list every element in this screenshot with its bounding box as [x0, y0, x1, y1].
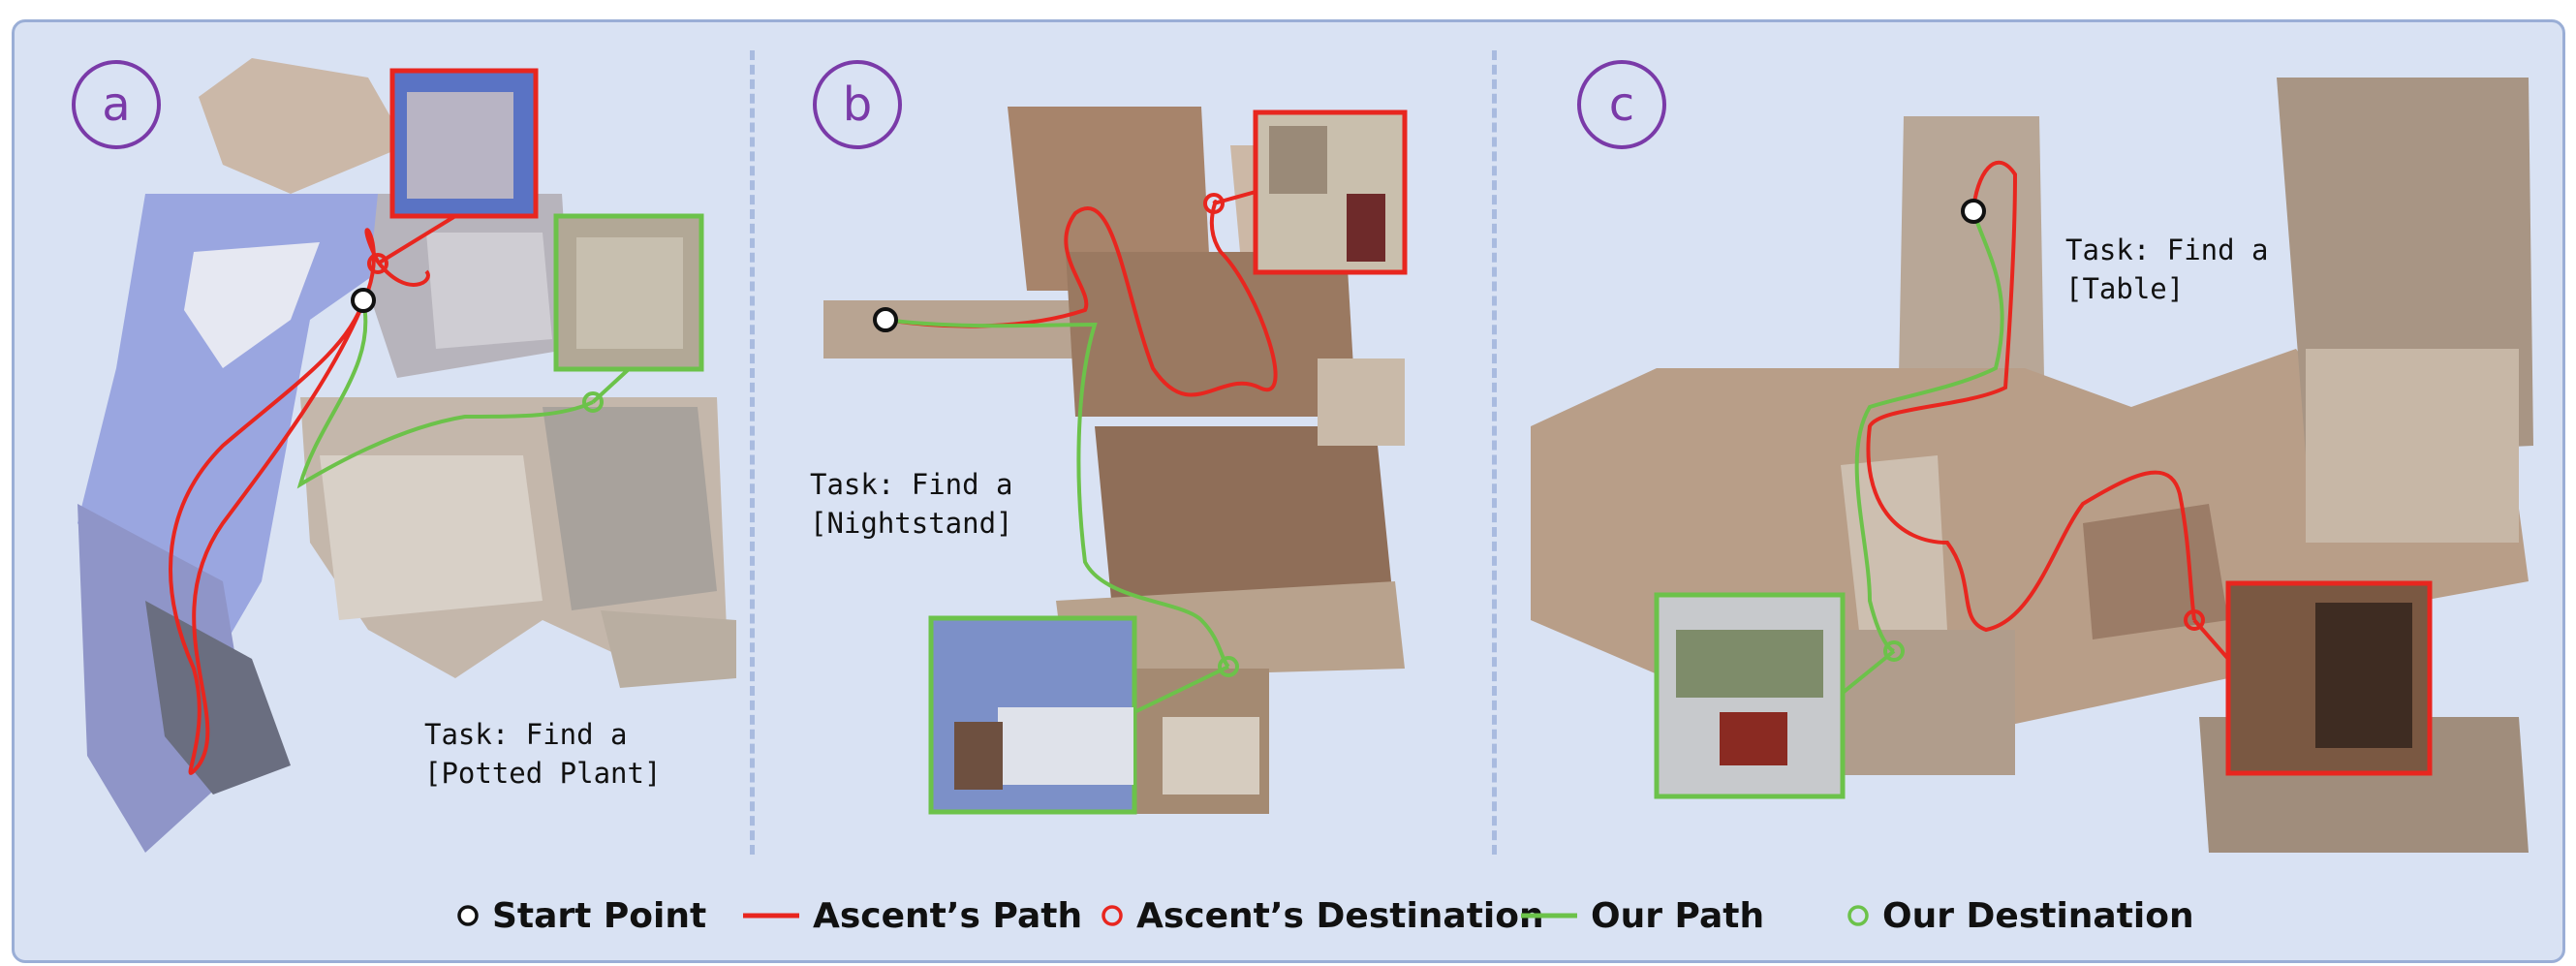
ascent-destination-icon — [1102, 905, 1123, 926]
our-path-c — [1841, 210, 2004, 695]
ascent-path-b — [885, 200, 1278, 397]
legend-ascent-path: Ascent’s Path — [741, 887, 1082, 945]
floorplan-b — [823, 107, 1408, 815]
floorplan-a — [78, 58, 736, 853]
legend-ascent-destination: Ascent’s Destination — [1100, 887, 1544, 945]
our-destination-icon — [1847, 905, 1869, 926]
legend-ascent-destination-label: Ascent’s Destination — [1136, 895, 1544, 936]
markers — [351, 190, 2230, 677]
legend-start-label: Start Point — [492, 895, 707, 936]
task-b-line1: Task: Find a — [810, 468, 1013, 501]
task-c-line2: [Table] — [2065, 272, 2185, 305]
ascent-path-line-icon — [743, 913, 799, 919]
legend-start: Start Point — [455, 887, 706, 945]
legend-our-path-label: Our Path — [1591, 895, 1765, 936]
task-text-a: Task: Find a [Potted Plant] — [424, 715, 661, 793]
start-point-a — [351, 288, 376, 313]
task-text-b: Task: Find a [Nightstand] — [810, 465, 1013, 543]
task-a-line2: [Potted Plant] — [424, 757, 662, 790]
legend-our-destination-label: Our Destination — [1882, 895, 2194, 936]
floorplan-c — [1531, 78, 2533, 853]
task-a-line1: Task: Find a — [424, 718, 628, 751]
start-point-icon — [457, 905, 479, 926]
panel-label-b: b — [813, 60, 902, 149]
ascent-destination-a — [367, 253, 388, 274]
divider-ab — [750, 50, 755, 855]
ascent-path-c — [1866, 160, 2196, 633]
task-c-line1: Task: Find a — [2065, 234, 2269, 266]
our-destination-a — [582, 391, 604, 413]
ascent-path-a — [169, 228, 430, 775]
divider-bc — [1492, 50, 1497, 855]
legend-our-path: Our Path — [1519, 887, 1764, 945]
panel-label-a: a — [72, 60, 161, 149]
start-point-b — [873, 307, 898, 332]
our-destination-b — [1218, 656, 1239, 677]
task-text-c: Task: Find a [Table] — [2065, 231, 2269, 308]
start-point-c — [1961, 199, 1986, 224]
our-path-b — [885, 318, 1230, 714]
legend-our-destination: Our Destination — [1846, 887, 2194, 945]
our-path-line-icon — [1521, 913, 1577, 919]
legend-ascent-path-label: Ascent’s Path — [813, 895, 1083, 936]
legend: Start Point Ascent’s Path Ascent’s Desti… — [0, 887, 2576, 945]
task-b-line2: [Nightstand] — [810, 507, 1013, 540]
ascent-destination-c — [2184, 609, 2205, 631]
ascent-destination-b — [1203, 193, 1225, 214]
our-destination-c — [1883, 640, 1905, 662]
our-path-a — [296, 299, 594, 489]
panel-label-c: c — [1577, 60, 1666, 149]
